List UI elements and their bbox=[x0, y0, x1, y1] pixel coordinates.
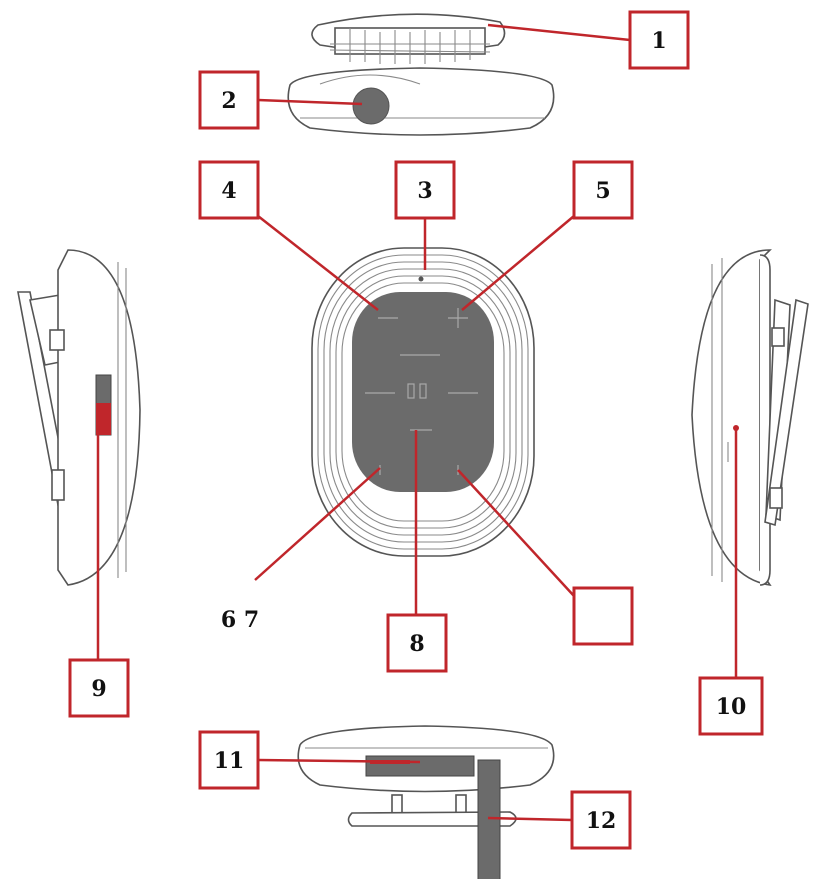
callout-1: 1 bbox=[628, 10, 690, 70]
callout-3: 3 bbox=[394, 160, 456, 220]
callout-12-label: 12 bbox=[586, 808, 617, 834]
callout-11-label: 11 bbox=[214, 748, 245, 774]
callout-2: 2 bbox=[198, 70, 260, 130]
callout-2-label: 2 bbox=[221, 88, 236, 114]
usb-port bbox=[365, 755, 475, 777]
callout-12: 12 bbox=[570, 790, 632, 850]
callout-blank bbox=[572, 586, 634, 646]
callout-8-label: 8 bbox=[409, 631, 424, 657]
callout-6-7-label: 6 7 bbox=[221, 607, 259, 633]
front-view bbox=[311, 247, 535, 557]
right-side-view bbox=[691, 249, 809, 587]
callout-4: 4 bbox=[198, 160, 260, 220]
callout-5-label: 5 bbox=[595, 178, 610, 204]
callout-9: 9 bbox=[68, 658, 130, 718]
headphone-jack bbox=[352, 87, 390, 125]
bottom-view bbox=[297, 725, 555, 879]
callout-6-7: 6 7 bbox=[221, 607, 259, 633]
usb-cable bbox=[477, 759, 501, 879]
callout-9-label: 9 bbox=[91, 676, 106, 702]
callout-11: 11 bbox=[198, 730, 260, 790]
callout-10-label: 10 bbox=[716, 694, 747, 720]
callout-3-label: 3 bbox=[417, 178, 432, 204]
callout-10: 10 bbox=[698, 676, 764, 736]
callout-8: 8 bbox=[386, 613, 448, 673]
left-side-view bbox=[17, 249, 141, 586]
control-panel bbox=[352, 292, 494, 492]
callout-4-label: 4 bbox=[221, 178, 236, 204]
leader-lines bbox=[96, 23, 738, 822]
top-view-body bbox=[287, 67, 555, 136]
led-indicator bbox=[733, 425, 739, 431]
callout-5: 5 bbox=[572, 160, 634, 220]
top-view-clip bbox=[311, 13, 506, 64]
callout-1-label: 1 bbox=[651, 28, 666, 54]
